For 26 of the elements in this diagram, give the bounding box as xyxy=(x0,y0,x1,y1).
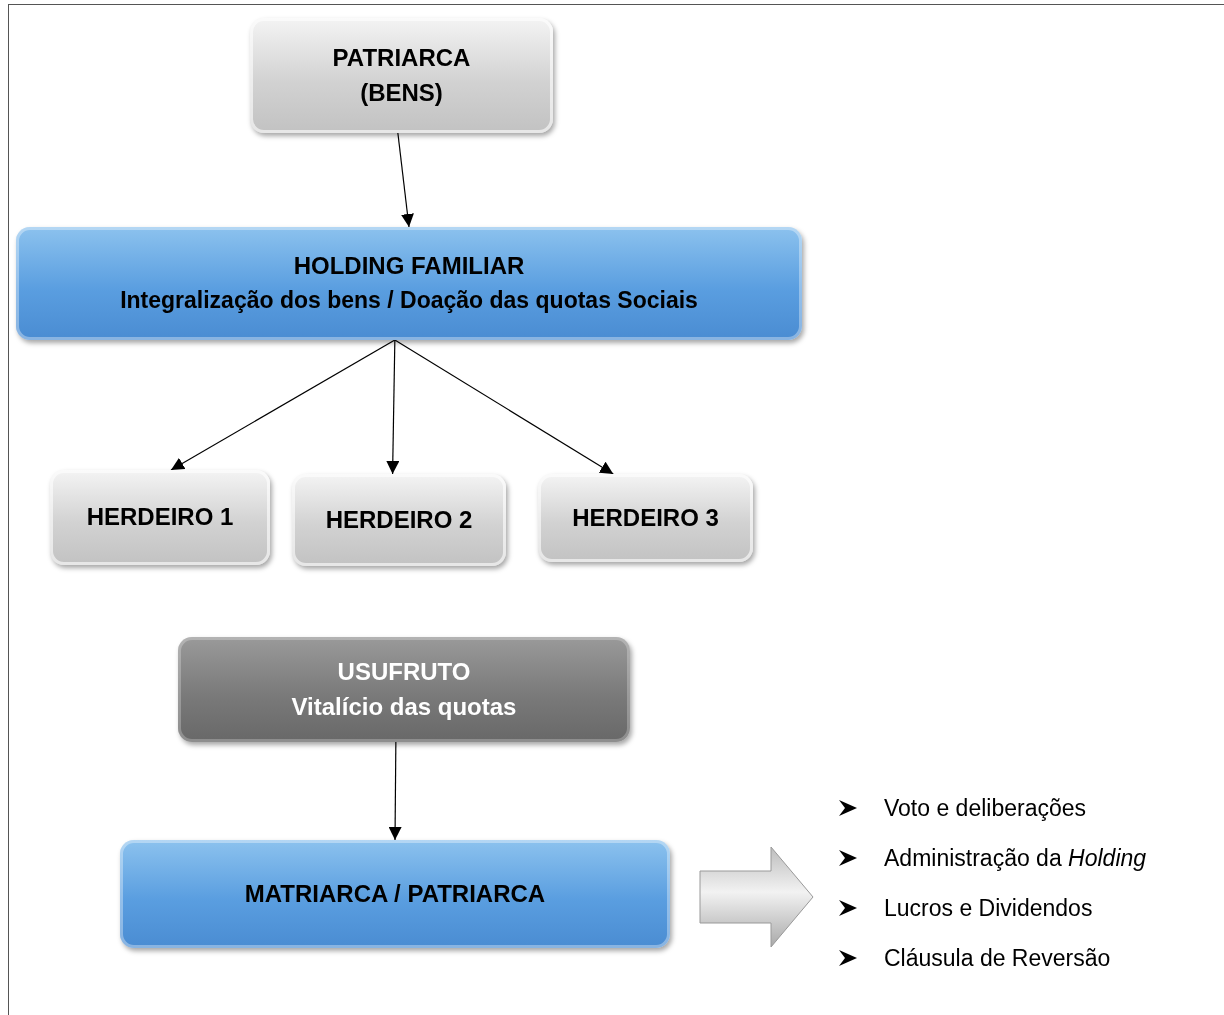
block-arrow xyxy=(699,846,814,948)
box-title: HERDEIRO 2 xyxy=(325,504,473,535)
arrow xyxy=(388,741,402,841)
box-title: USUFRUTO xyxy=(337,656,471,687)
process-box xyxy=(250,18,553,133)
process-box xyxy=(538,474,753,562)
arrow xyxy=(386,339,400,475)
process-box xyxy=(50,470,270,565)
process-box xyxy=(292,474,506,566)
box-title: HERDEIRO 3 xyxy=(572,502,719,533)
process-box xyxy=(120,840,670,948)
arrow xyxy=(397,132,414,228)
process-box xyxy=(16,227,802,340)
box-title: HERDEIRO 1 xyxy=(86,502,234,533)
box-text: Integralização dos bens / Doação das quotas Sociais xyxy=(120,286,698,316)
box-title: PATRIARCA (BENS) xyxy=(331,42,472,108)
box-title: HOLDING FAMILIAR xyxy=(293,251,525,282)
bullet-item: Lucros e Dividendos xyxy=(884,894,1093,922)
bullet-item: Voto e deliberações xyxy=(884,794,1087,822)
arrow xyxy=(170,339,396,471)
bullet-item: Cláusula de Reversão xyxy=(884,944,1111,972)
box-title: MATRIARCA / PATRIARCA xyxy=(244,878,546,909)
process-box xyxy=(178,637,630,742)
bullet-item: Administração da Holding xyxy=(884,844,1147,872)
arrow xyxy=(394,339,614,475)
box-text: Vitalício das quotas xyxy=(291,691,517,722)
